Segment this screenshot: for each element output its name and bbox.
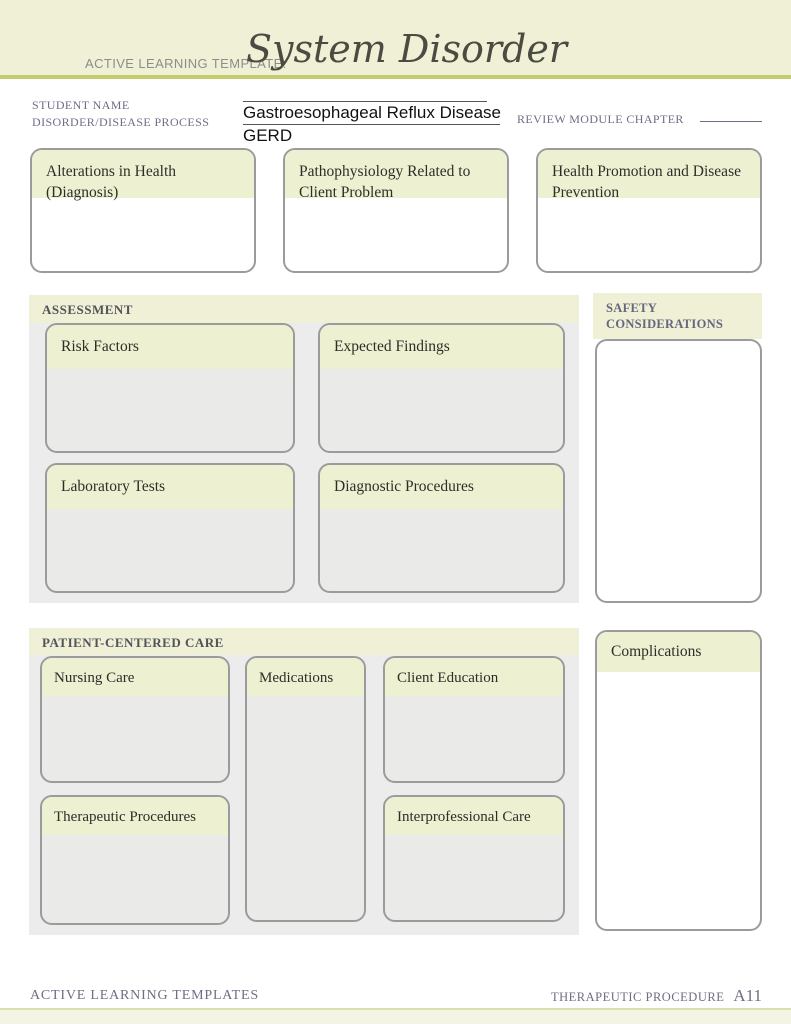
risk-factors-box: Risk Factors xyxy=(45,323,295,453)
template-eyebrow-label: ACTIVE LEARNING TEMPLATE: xyxy=(85,56,287,71)
assessment-section-title: ASSESSMENT xyxy=(29,295,579,323)
nursing-care-box: Nursing Care xyxy=(40,656,230,783)
safety-considerations-title: SAFETY CONSIDERATIONS xyxy=(593,293,762,339)
footer-accent-strip xyxy=(0,1008,791,1024)
page-title: System Disorder xyxy=(246,27,568,71)
safety-considerations-box xyxy=(595,339,762,603)
page-header-band: ACTIVE LEARNING TEMPLATE: System Disorde… xyxy=(0,0,791,79)
health-promotion-box: Health Promotion and Disease Prevention xyxy=(536,148,762,273)
disorder-process-value-overflow[interactable]: GERD xyxy=(243,126,293,145)
disorder-process-value[interactable]: Gastroesophageal Reflux Disease xyxy=(243,103,501,122)
review-module-chapter-fill-line[interactable] xyxy=(700,121,762,122)
health-promotion-label: Health Promotion and Disease Prevention xyxy=(538,150,760,201)
interprofessional-care-box: Interprofessional Care xyxy=(383,795,565,922)
patient-centered-care-title: PATIENT-CENTERED CARE xyxy=(29,628,579,655)
medications-label: Medications xyxy=(247,658,364,696)
footer-page-number: A11 xyxy=(733,986,762,1005)
review-module-chapter-label: REVIEW MODULE CHAPTER xyxy=(517,112,684,126)
footer-left-text: ACTIVE LEARNING TEMPLATES xyxy=(30,988,259,1003)
student-name-label: STUDENT NAME xyxy=(32,98,130,112)
pathophysiology-label: Pathophysiology Related to Client Proble… xyxy=(285,150,507,201)
client-education-label: Client Education xyxy=(385,658,563,696)
assessment-section: ASSESSMENT Risk Factors Expected Finding… xyxy=(29,295,579,603)
client-education-box: Client Education xyxy=(383,656,565,783)
patient-centered-care-section: PATIENT-CENTERED CARE Nursing Care Medic… xyxy=(29,628,579,935)
alterations-in-health-label: Alterations in Health (Diagnosis) xyxy=(32,150,254,201)
laboratory-tests-label: Laboratory Tests xyxy=(47,465,293,509)
interprofessional-care-label: Interprofessional Care xyxy=(385,797,563,835)
complications-box: Complications xyxy=(595,630,762,931)
therapeutic-procedures-box: Therapeutic Procedures xyxy=(40,795,230,925)
diagnostic-procedures-box: Diagnostic Procedures xyxy=(318,463,565,593)
complications-label: Complications xyxy=(597,632,760,672)
laboratory-tests-box: Laboratory Tests xyxy=(45,463,295,593)
disorder-process-label: DISORDER/DISEASE PROCESS xyxy=(32,115,210,129)
footer-right: THERAPEUTIC PROCEDURE A11 xyxy=(551,986,762,1006)
pathophysiology-box: Pathophysiology Related to Client Proble… xyxy=(283,148,509,273)
alterations-in-health-box: Alterations in Health (Diagnosis) xyxy=(30,148,256,273)
disorder-process-fill-line[interactable] xyxy=(243,124,500,125)
expected-findings-box: Expected Findings xyxy=(318,323,565,453)
footer-section-label: THERAPEUTIC PROCEDURE xyxy=(550,990,725,1004)
diagnostic-procedures-label: Diagnostic Procedures xyxy=(320,465,563,509)
medications-box: Medications xyxy=(245,656,366,922)
risk-factors-label: Risk Factors xyxy=(47,325,293,369)
student-name-fill-line[interactable] xyxy=(243,101,487,102)
therapeutic-procedures-label: Therapeutic Procedures xyxy=(42,797,228,835)
expected-findings-label: Expected Findings xyxy=(320,325,563,369)
nursing-care-label: Nursing Care xyxy=(42,658,228,696)
